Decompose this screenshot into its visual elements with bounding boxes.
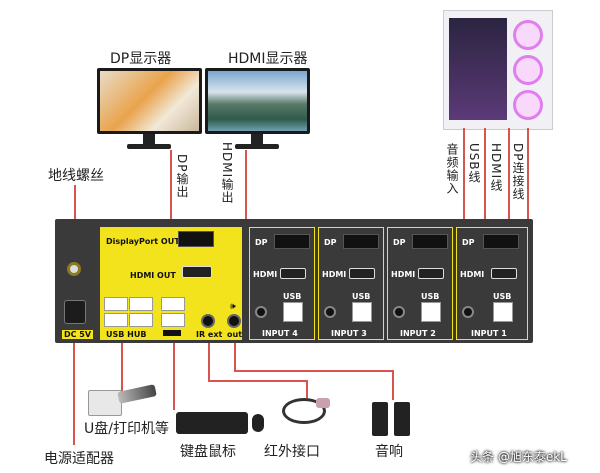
- dp-monitor-line: [170, 150, 172, 242]
- input-2-hdmi-port[interactable]: [418, 268, 444, 279]
- input-2-section: DP HDMI USB INPUT 2: [387, 227, 453, 340]
- input-2-usb-port[interactable]: [421, 302, 441, 322]
- input-4-dp-label: DP: [255, 238, 268, 247]
- keyboard-mouse-label: 键盘鼠标: [180, 444, 236, 460]
- input-1-label: INPUT 1: [471, 329, 507, 338]
- input-1-usb-label: USB: [493, 292, 512, 301]
- input-1-dp-port[interactable]: [483, 234, 519, 249]
- input-3-label: INPUT 3: [331, 329, 367, 338]
- dp-monitor-label: DP显示器: [110, 51, 172, 67]
- input-3-dp-label: DP: [324, 238, 337, 247]
- hdmi-line: [508, 128, 510, 268]
- usb-hub-port-1[interactable]: [104, 297, 128, 311]
- power-adapter-label: 电源适配器: [44, 451, 114, 467]
- speaker-right-icon: [394, 402, 410, 436]
- ir-line-v2: [306, 380, 308, 398]
- hdmi-monitor-line: [245, 150, 247, 270]
- keyboard-port[interactable]: [161, 297, 185, 311]
- input-1-section: DP HDMI USB INPUT 1: [456, 227, 528, 340]
- pc-tower: [443, 10, 553, 130]
- input-1-usb-port[interactable]: [493, 302, 513, 322]
- speaker-line-h: [234, 370, 394, 372]
- dc-5v-label: DC 5V: [62, 330, 94, 339]
- hdmi-cable-label: HDMI线: [489, 143, 503, 193]
- power-line: [73, 343, 75, 445]
- speaker-line-v: [234, 343, 236, 371]
- ground-screw-label: 地线螺丝: [48, 168, 104, 184]
- dc-power-jack[interactable]: [64, 300, 86, 324]
- input-3-dp-port[interactable]: [343, 234, 379, 249]
- input-4-dp-port[interactable]: [274, 234, 310, 249]
- ir-interface-label: 红外接口: [264, 444, 320, 460]
- input-1-hdmi-port[interactable]: [491, 268, 517, 279]
- input-3-hdmi-port[interactable]: [349, 268, 375, 279]
- usb-hub-port-4[interactable]: [129, 313, 153, 327]
- input-4-section: DP HDMI USB INPUT 4: [249, 227, 315, 340]
- displayport-out-label: DisplayPort OUT: [106, 237, 180, 246]
- ir-line-h: [208, 380, 308, 382]
- usb-hub-port-3[interactable]: [129, 297, 153, 311]
- input-4-hdmi-port[interactable]: [280, 268, 306, 279]
- usb-cable-label: USB线: [467, 143, 481, 184]
- mountain-image: [208, 71, 307, 131]
- input-2-usb-label: USB: [421, 292, 440, 301]
- keyboard-icon: [176, 412, 248, 434]
- input-2-dp-label: DP: [393, 238, 406, 247]
- input-4-label: INPUT 4: [262, 329, 298, 338]
- keyboard-line: [173, 343, 175, 410]
- ir-receiver-icon: [316, 398, 330, 408]
- input-2-hdmi-label: HDMI: [391, 270, 416, 279]
- cat-image: [100, 71, 199, 131]
- ir-cable-icon: [282, 398, 326, 424]
- input-2-label: INPUT 2: [400, 329, 436, 338]
- input-3-hdmi-label: HDMI: [322, 270, 347, 279]
- input-4-usb-label: USB: [283, 292, 302, 301]
- usb-hub-line: [121, 343, 123, 393]
- ir-ext-jack[interactable]: [201, 314, 215, 328]
- input-3-usb-port[interactable]: [352, 302, 372, 322]
- usb-drive-icon: [117, 384, 157, 404]
- displayport-out-port[interactable]: [178, 231, 214, 247]
- input-1-dp-label: DP: [462, 238, 475, 247]
- usb-printer-label: U盘/打印机等: [84, 421, 169, 437]
- dp-monitor: [97, 68, 202, 150]
- ground-screw[interactable]: [67, 262, 81, 276]
- input-4-audio-jack[interactable]: [255, 306, 267, 318]
- speaker-line-v2: [392, 370, 394, 400]
- input-3-usb-label: USB: [352, 292, 371, 301]
- hdmi-monitor-label: HDMI显示器: [228, 51, 308, 67]
- input-1-audio-jack[interactable]: [462, 306, 474, 318]
- ir-ext-label: IR ext: [196, 330, 223, 339]
- dp-line: [527, 128, 529, 246]
- hdmi-out-label: HDMI OUT: [130, 271, 176, 280]
- input-2-audio-jack[interactable]: [393, 306, 405, 318]
- audio-input-label: 音频输入: [445, 143, 459, 195]
- dp-output-label: DP输出: [175, 154, 189, 199]
- mouse-icon: [252, 414, 264, 432]
- usb-hub-label: USB HUB: [106, 330, 147, 339]
- hdmi-monitor: [205, 68, 310, 150]
- input-4-usb-port[interactable]: [283, 302, 303, 322]
- usb-hub-port-2[interactable]: [104, 313, 128, 327]
- input-3-section: DP HDMI USB INPUT 3: [318, 227, 384, 340]
- speaker-left-icon: [372, 402, 388, 436]
- ir-line-v: [208, 343, 210, 381]
- mouse-port[interactable]: [161, 313, 185, 327]
- hdmi-out-port[interactable]: [182, 266, 212, 278]
- speaker-label: 音响: [375, 444, 403, 460]
- audio-out-jack[interactable]: [227, 314, 241, 328]
- audio-out-icon: 🕪: [230, 302, 236, 312]
- input-1-hdmi-label: HDMI: [460, 270, 485, 279]
- input-2-dp-port[interactable]: [412, 234, 448, 249]
- input-4-hdmi-label: HDMI: [253, 270, 278, 279]
- dp-cable-label: DP连接线: [511, 143, 525, 201]
- input-3-audio-jack[interactable]: [324, 306, 336, 318]
- hdmi-output-label: HDMI输出: [220, 142, 234, 205]
- watermark: 头条 @旭东泰ekL: [470, 450, 567, 464]
- keyboard-mouse-icon: [163, 330, 181, 336]
- out-label: out: [227, 330, 243, 339]
